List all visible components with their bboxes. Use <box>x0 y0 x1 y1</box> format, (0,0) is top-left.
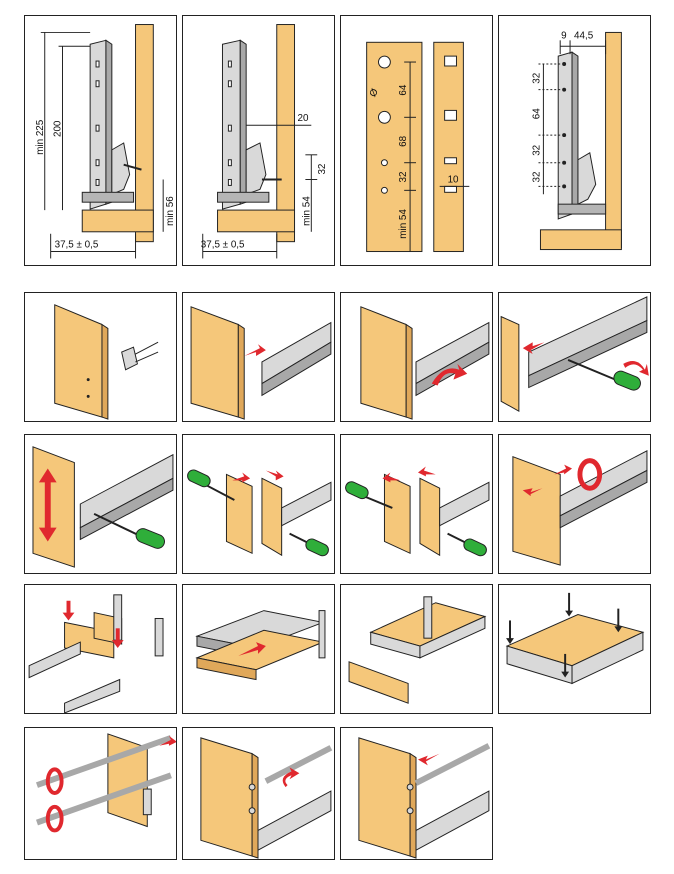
dim-200: 200 <box>53 120 64 137</box>
dim-20: 20 <box>297 113 308 124</box>
panel-6-attach-front <box>182 292 335 422</box>
dim-32-top: 32 <box>531 73 542 84</box>
panel-5-front-hardware <box>24 292 177 422</box>
dim-32: 32 <box>398 171 409 182</box>
dim-32-mid: 32 <box>531 145 542 156</box>
panel-8-screwdriver-adjust <box>498 292 651 422</box>
panel-12-rail-rotate <box>498 434 651 574</box>
dim-37-5: 37,5 ± 0,5 <box>55 240 99 251</box>
dim-64: 64 <box>531 108 542 119</box>
panel-17-rail-rings <box>24 727 177 860</box>
panel-18-rail-insert <box>182 727 335 860</box>
panel-2-dimension-side: 20 32 min 54 37,5 ± 0,5 <box>182 15 335 266</box>
panel-9-height-adjust <box>24 434 177 574</box>
rotate-ring-icon <box>577 458 603 491</box>
dim-64: 64 <box>398 84 409 95</box>
dim-9: 9 <box>561 30 567 41</box>
panel-3-hole-pattern: Ø 64 68 32 min 54 10 <box>340 15 493 266</box>
panel-16-completed-drawer <box>498 584 651 714</box>
dim-10: 10 <box>448 174 459 185</box>
dim-32: 32 <box>317 164 328 175</box>
panel-14-insert-bottom <box>182 584 335 714</box>
dim-min54: min 54 <box>398 209 409 239</box>
dim-min54: min 54 <box>301 196 312 226</box>
dim-44-5: 44,5 <box>574 30 594 41</box>
dim-37-5: 37,5 ± 0,5 <box>201 240 245 251</box>
panel-15-drawer-box <box>340 584 493 714</box>
dim-32-bottom: 32 <box>531 171 542 182</box>
vertical-arrow-icon <box>44 480 51 530</box>
panel-19-rail-push <box>340 727 493 860</box>
dim-min225: min 225 <box>35 119 46 155</box>
dim-68: 68 <box>398 135 409 146</box>
red-arrow-icon <box>244 344 266 357</box>
rotate-arrow-icon <box>431 363 468 386</box>
dim-min56: min 56 <box>165 196 176 226</box>
screwdriver-handle-icon <box>613 370 641 391</box>
panel-13-assembly-parts <box>24 584 177 714</box>
panel-7-clip-rotate <box>340 292 493 422</box>
panel-11-side-tilt <box>340 434 493 574</box>
panel-10-depth-adjust <box>182 434 335 574</box>
panel-1-dimension-side: min 225 200 min 56 37,5 ± 0,5 <box>24 15 177 266</box>
panel-4-dimension-back: 9 44,5 32 64 32 32 <box>498 15 651 266</box>
